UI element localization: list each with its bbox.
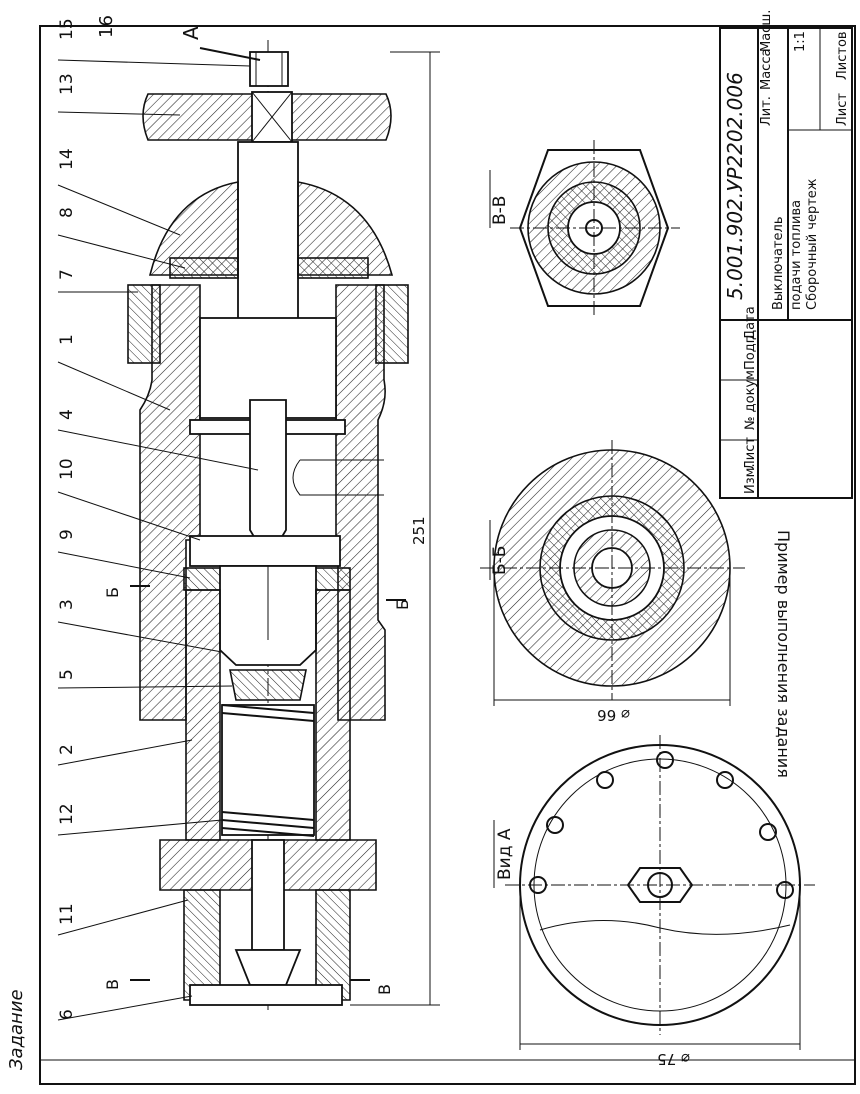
svg-text:15: 15 [57,18,77,40]
callout-4: 4 [57,409,259,471]
part-8-gland [169,257,239,279]
left-margin-text: Задание [6,989,27,1070]
tb-designation: 5.001.902.УР2202.006 [723,72,747,300]
section-vv-title: В-В [490,196,510,225]
part-5-valve [229,669,307,701]
callout-12: 12 [57,803,223,836]
part-1-body [139,284,201,721]
callout-7: 7 [57,269,138,293]
tb-col-lit: Лит. [759,96,774,126]
tb-rev-docnum: № докум. [743,366,758,430]
tb-scale: 1:1 [793,31,808,52]
tb-rev-list: Лист [743,437,758,470]
view-a-title: Вид А [495,828,515,880]
callout-2: 2 [57,739,193,766]
svg-text:9: 9 [57,529,77,540]
part-11-union [183,889,221,1001]
callout-8: 8 [57,207,186,269]
section-vv-view: В-В [489,140,680,316]
section-mark-b-left: Б [103,587,122,598]
svg-text:12: 12 [57,803,77,825]
svg-text:2: 2 [57,744,77,755]
svg-text:5: 5 [57,669,77,680]
svg-text:10: 10 [57,458,77,480]
section-mark-b-right: Б [393,599,412,610]
svg-text:14: 14 [57,148,77,170]
callout-3: 3 [57,599,223,653]
callout-10: 10 [57,458,201,541]
dim-d75: ⌀ 75 [657,1050,690,1068]
svg-text:6: 6 [57,1009,77,1020]
part-2-fitting [185,589,221,841]
tb-rev-sign: Подп. [743,331,758,370]
tb-col-mass: Масса [759,49,774,90]
svg-text:3: 3 [57,599,77,610]
part-9-washer [183,567,225,591]
spindle [237,141,299,323]
tb-doc-type: Сборочный чертеж [805,178,820,310]
part-12-spring [221,704,315,837]
example-caption: Пример выполнения задания [774,530,793,778]
part-10-seat [189,535,341,567]
dim-length-251: 251 [410,516,428,545]
section-mark-v-left: В [103,979,122,990]
tb-col-scale: Масш. [759,10,774,52]
part-14-cap [148,181,239,276]
tb-rev-izm: Изм. [743,463,758,494]
title-block: 5.001.902.УР2202.006 Выключатель подачи … [719,10,853,499]
dim-d66: ⌀ 66 [597,706,630,724]
part-7-ring-nut [127,284,161,364]
drawing-frame [39,25,856,1085]
tb-name-line2: подачи топлива [789,200,804,310]
callout-14: 14 [57,148,181,236]
tb-name-line1: Выключатель [771,217,786,310]
callout-13: 13 [57,73,181,116]
callout-15: 15 [57,18,251,67]
callout-labels: 15 13 14 8 7 1 4 10 9 3 5 2 12 11 6 [57,18,259,1021]
view-a: Вид А ⌀ 75 [493,735,815,1068]
svg-text:1: 1 [57,334,77,345]
callout-6: 6 [57,995,193,1021]
callout-5: 5 [57,669,233,689]
svg-text:13: 13 [57,73,77,95]
callout-9: 9 [57,529,191,579]
sheet-number: 16 [96,15,117,38]
main-section-view: 251 Б Б В В А [103,26,440,1010]
part-6-sleeve [189,984,343,1006]
tb-sheets-label: Листов [835,31,850,80]
svg-text:7: 7 [57,269,77,280]
section-bb-view: Б-Б ⌀ 66 [480,440,745,724]
svg-text:4: 4 [57,409,77,420]
svg-text:8: 8 [57,207,77,218]
tb-sheet-label: Лист [835,93,850,126]
callout-11: 11 [57,899,189,936]
tb-rev-date: Дата [743,306,758,340]
section-mark-v-right: В [375,984,394,995]
view-arrow-a: А [179,26,203,40]
svg-text:11: 11 [57,903,77,925]
callout-1: 1 [57,334,171,411]
